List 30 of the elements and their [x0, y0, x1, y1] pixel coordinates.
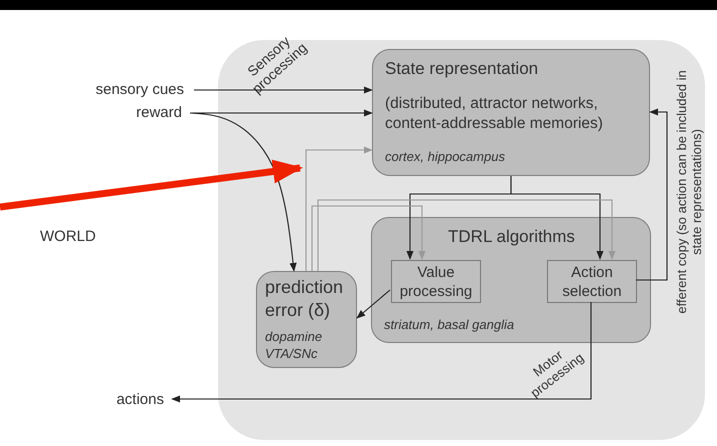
- arrow: [192, 109, 373, 117]
- input-label: reward: [120, 103, 182, 123]
- arrow: [317, 199, 616, 271]
- process-box: [547, 260, 637, 303]
- process-box: [391, 260, 481, 303]
- output-label: actions: [100, 390, 164, 410]
- process-box: [372, 49, 650, 176]
- arrow: [305, 146, 373, 271]
- box-title: Value processing: [398, 263, 474, 301]
- box-description: (distributed, attractor networks, content-addressable memories): [385, 94, 604, 134]
- arrow: [356, 290, 390, 319]
- arrow: [311, 205, 426, 271]
- process-box: [256, 271, 357, 368]
- arrow: [190, 112, 297, 272]
- box-title: TDRL algorithms: [448, 226, 575, 247]
- highlight-arrow: [0, 160, 303, 210]
- brain-region-label: dopamine VTA/SNc: [265, 328, 324, 362]
- world-label: WORLD: [40, 228, 96, 246]
- box-title: prediction error (δ): [265, 276, 344, 322]
- edge-annotation: efferent copy (so action can be included in state representations): [675, 69, 705, 316]
- arrow: [194, 86, 373, 94]
- arrow: [171, 302, 592, 403]
- arrow: [510, 176, 604, 260]
- brain-region-label: striatum, basal ganglia: [384, 316, 516, 333]
- brain-region-label: cortex, hippocampus: [385, 148, 506, 165]
- process-box: [371, 217, 651, 343]
- arrow: [636, 108, 668, 281]
- box-title: Action selection: [561, 263, 623, 301]
- box-title: State representation: [385, 58, 538, 79]
- input-label: sensory cues: [60, 80, 184, 100]
